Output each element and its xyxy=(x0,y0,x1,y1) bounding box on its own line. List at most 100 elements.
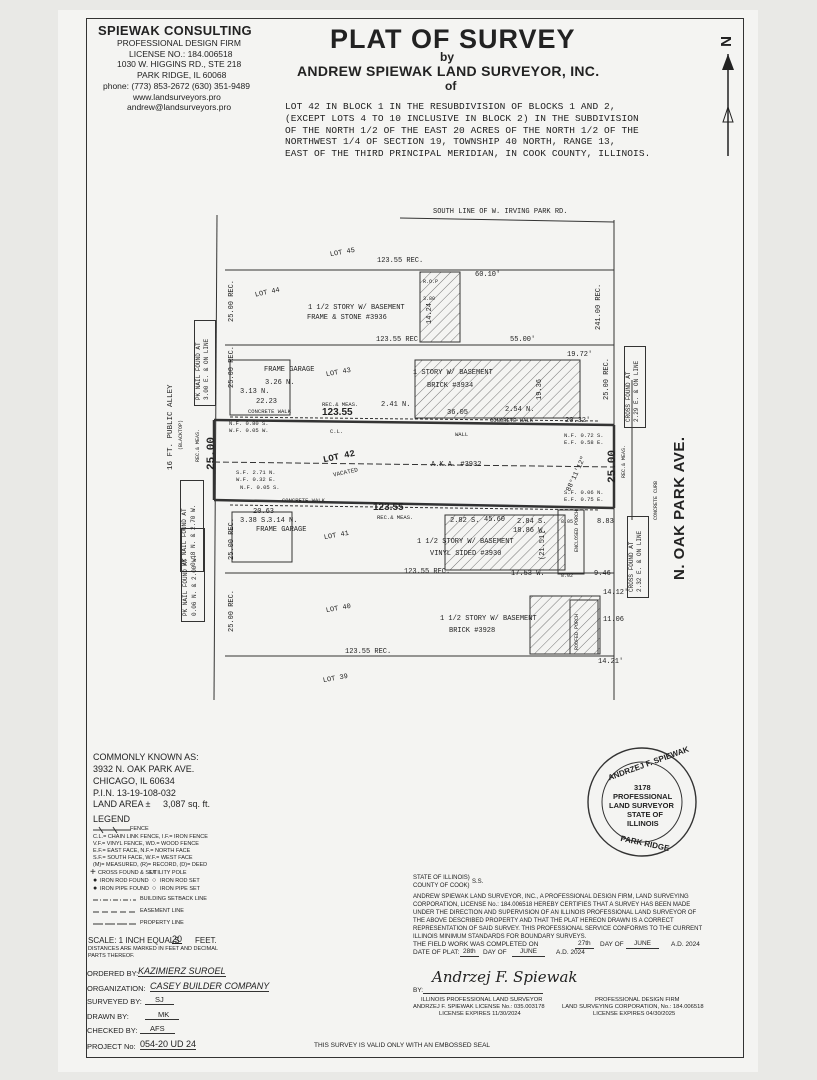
signature: Andrzej F. Spiewak xyxy=(432,968,578,986)
dim-label: 25.00 REC. xyxy=(228,589,236,632)
monument-box xyxy=(624,346,646,428)
address-line: 3932 N. OAK PARK AVE. xyxy=(93,764,195,774)
dim-label: 123.55 REC. xyxy=(404,568,451,576)
fieldwork-label: THE FIELD WORK WAS COMPLETED ON xyxy=(413,941,539,948)
note-label: W.F. 0.32 E. xyxy=(236,476,276,483)
cert-text: CORPORATION, LICENSE No.: 184.006518 HER… xyxy=(413,902,691,908)
signature-line xyxy=(423,993,543,994)
org-label: ORGANIZATION: xyxy=(87,984,146,993)
walk-label: CONCRETE WALK xyxy=(248,408,291,415)
drawn-label: DRAWN BY: xyxy=(87,1012,129,1021)
plat-date-month: JUNE xyxy=(512,948,545,957)
note-label: E.F. 0.58 E. xyxy=(564,439,604,446)
dim-label: REC.& MEAS. xyxy=(621,444,627,478)
line-styles-icon xyxy=(93,899,136,925)
ordered-label: ORDERED BY: xyxy=(87,969,139,978)
legend-item: (M)= MEASURED, (R)= RECORD, (D)= DEED xyxy=(93,862,208,868)
firm-name: SPIEWAK CONSULTING xyxy=(98,23,252,38)
surveyed-by: SJ xyxy=(145,996,174,1005)
cert-text: REPRESENTATION OF SAID SURVEY. THIS PROF… xyxy=(413,926,703,932)
note-label: N.F. 0.72 S. xyxy=(564,432,604,439)
legend-item: IRON PIPE FOUND xyxy=(100,886,149,892)
note-label: S.F. 0.06 N. xyxy=(564,489,604,496)
note-label: W.F. 0.05 W. xyxy=(229,427,269,434)
dim-label: 19.72' xyxy=(567,351,593,359)
iron-pipe-found-icon: ● xyxy=(93,885,98,892)
fieldwork-month: JUNE xyxy=(626,940,659,949)
scale-note: DISTANCES ARE MARKED IN FEET AND DECIMAL xyxy=(88,946,218,952)
firm-license: PROFESSIONAL DESIGN FIRM xyxy=(595,997,680,1003)
monument-label: PK NAIL FOUND AT xyxy=(182,558,189,616)
note-label: N.F. 0.05 S. xyxy=(240,484,280,491)
scale-note: PARTS THEREOF. xyxy=(88,953,135,959)
dim-label: 14.24 xyxy=(426,302,434,324)
building-label: BRICK #3928 xyxy=(449,627,496,635)
seal-number: 3178 xyxy=(634,783,651,792)
project-number: 054-20 UD 24 xyxy=(140,1039,197,1050)
legend-item: IRON ROD SET xyxy=(160,878,200,884)
walk-label: CONCRETE WALK xyxy=(490,417,533,424)
legend-item: CROSS FOUND & SET xyxy=(98,870,157,876)
project-label: PROJECT No: xyxy=(87,1042,136,1051)
monument-label: PK NAIL FOUND AT xyxy=(195,342,202,400)
dim-label: 19.36 xyxy=(536,378,544,400)
dim-label: 20.32' xyxy=(565,417,591,425)
monument-label: 2.29 E. & ON LINE xyxy=(633,360,640,422)
alley-name: 16 FT. PUBLIC ALLEY xyxy=(167,384,175,470)
building-label: BRICK #3934 xyxy=(427,382,474,390)
legal-description: LOT 42 IN BLOCK 1 IN THE RESUBDIVISION O… xyxy=(285,101,651,160)
dim-label: 123.55 REC. xyxy=(345,648,392,656)
building-label: 1 1/2 STORY W/ BASEMENT xyxy=(417,538,514,546)
legend-item: PROPERTY LINE xyxy=(140,920,184,926)
dim-label: REC.& MEAS. xyxy=(195,428,201,462)
cert-ss: S.S. xyxy=(472,879,484,885)
dim-label: REC.& MEAS. xyxy=(322,401,359,408)
monument-box xyxy=(180,480,204,572)
fence-symbol-icon xyxy=(93,826,131,834)
cert-county: COUNTY OF COOK) xyxy=(413,883,470,889)
ordered-by: KAZIMIERZ SUROEL xyxy=(138,966,226,977)
north-arrow-icon xyxy=(722,54,734,156)
legend-item: FENCE xyxy=(130,826,149,832)
firm-line: phone: (773) 853-2672 (630) 351-9489 xyxy=(103,81,250,91)
firm-license: LAND SURVEYING CORPORATION, No.: 184.006… xyxy=(562,1004,704,1010)
note-label: N.F. 0.80 S. xyxy=(229,420,269,427)
dim-label: 2.41 N. xyxy=(381,401,411,409)
dim-label: 3.80 xyxy=(423,296,436,302)
legend-item: V.F.= VINYL FENCE, WD.= WOOD FENCE xyxy=(93,841,199,847)
building-label: 1 STORY W/ BASEMENT xyxy=(413,369,493,377)
dim-label: 8.02 xyxy=(561,573,574,579)
seal-line: PROFESSIONAL xyxy=(613,792,673,801)
dim-label: 8.05 xyxy=(561,519,574,525)
legend-item: EASEMENT LINE xyxy=(140,908,184,914)
dim-label: 11.06 xyxy=(603,616,625,624)
dim-label: 17.53 W. xyxy=(511,570,545,578)
cert-state: STATE OF ILLINOIS) xyxy=(413,875,470,881)
surveyor-seal-icon xyxy=(587,747,697,857)
plat-date-day: 28th xyxy=(460,948,479,957)
dim-label: 14.12' xyxy=(603,589,629,597)
cross-icon: + xyxy=(90,867,96,878)
title-by: by xyxy=(440,50,455,64)
legend-item: UTILITY POLE xyxy=(150,870,187,876)
organization: CASEY BUILDER COMPANY xyxy=(150,981,270,992)
drawn-by: MK xyxy=(145,1011,180,1020)
monument-label: CROSS FOUND AT xyxy=(628,541,635,592)
garage-label: FRAME GARAGE xyxy=(256,526,307,534)
surveyor-license: LICENSE EXPIRES 11/30/2024 xyxy=(439,1011,521,1017)
legend-item: BUILDING SETBACK LINE xyxy=(140,896,207,902)
dim-label: 2.82 S. xyxy=(450,517,480,525)
firm-line: www.landsurveyors.pro xyxy=(133,92,221,102)
dim-label: 25.00 REC. xyxy=(228,345,236,388)
dim-label: 3.13 N. xyxy=(240,388,270,396)
dim-label: 45.60 xyxy=(484,516,506,524)
dim-label: 60.10' xyxy=(475,271,501,279)
plat-date-dayof: DAY OF xyxy=(483,949,507,956)
porch-label: ROOFED PORCH xyxy=(574,613,580,650)
walk-label: CONCRETE WALK xyxy=(282,497,325,504)
firm-license: LICENSE EXPIRES 04/30/2025 xyxy=(593,1011,676,1017)
monument-box xyxy=(181,528,205,622)
address-line: CHICAGO, IL 60634 xyxy=(93,776,175,786)
dim-label: 123.55 xyxy=(373,502,404,513)
